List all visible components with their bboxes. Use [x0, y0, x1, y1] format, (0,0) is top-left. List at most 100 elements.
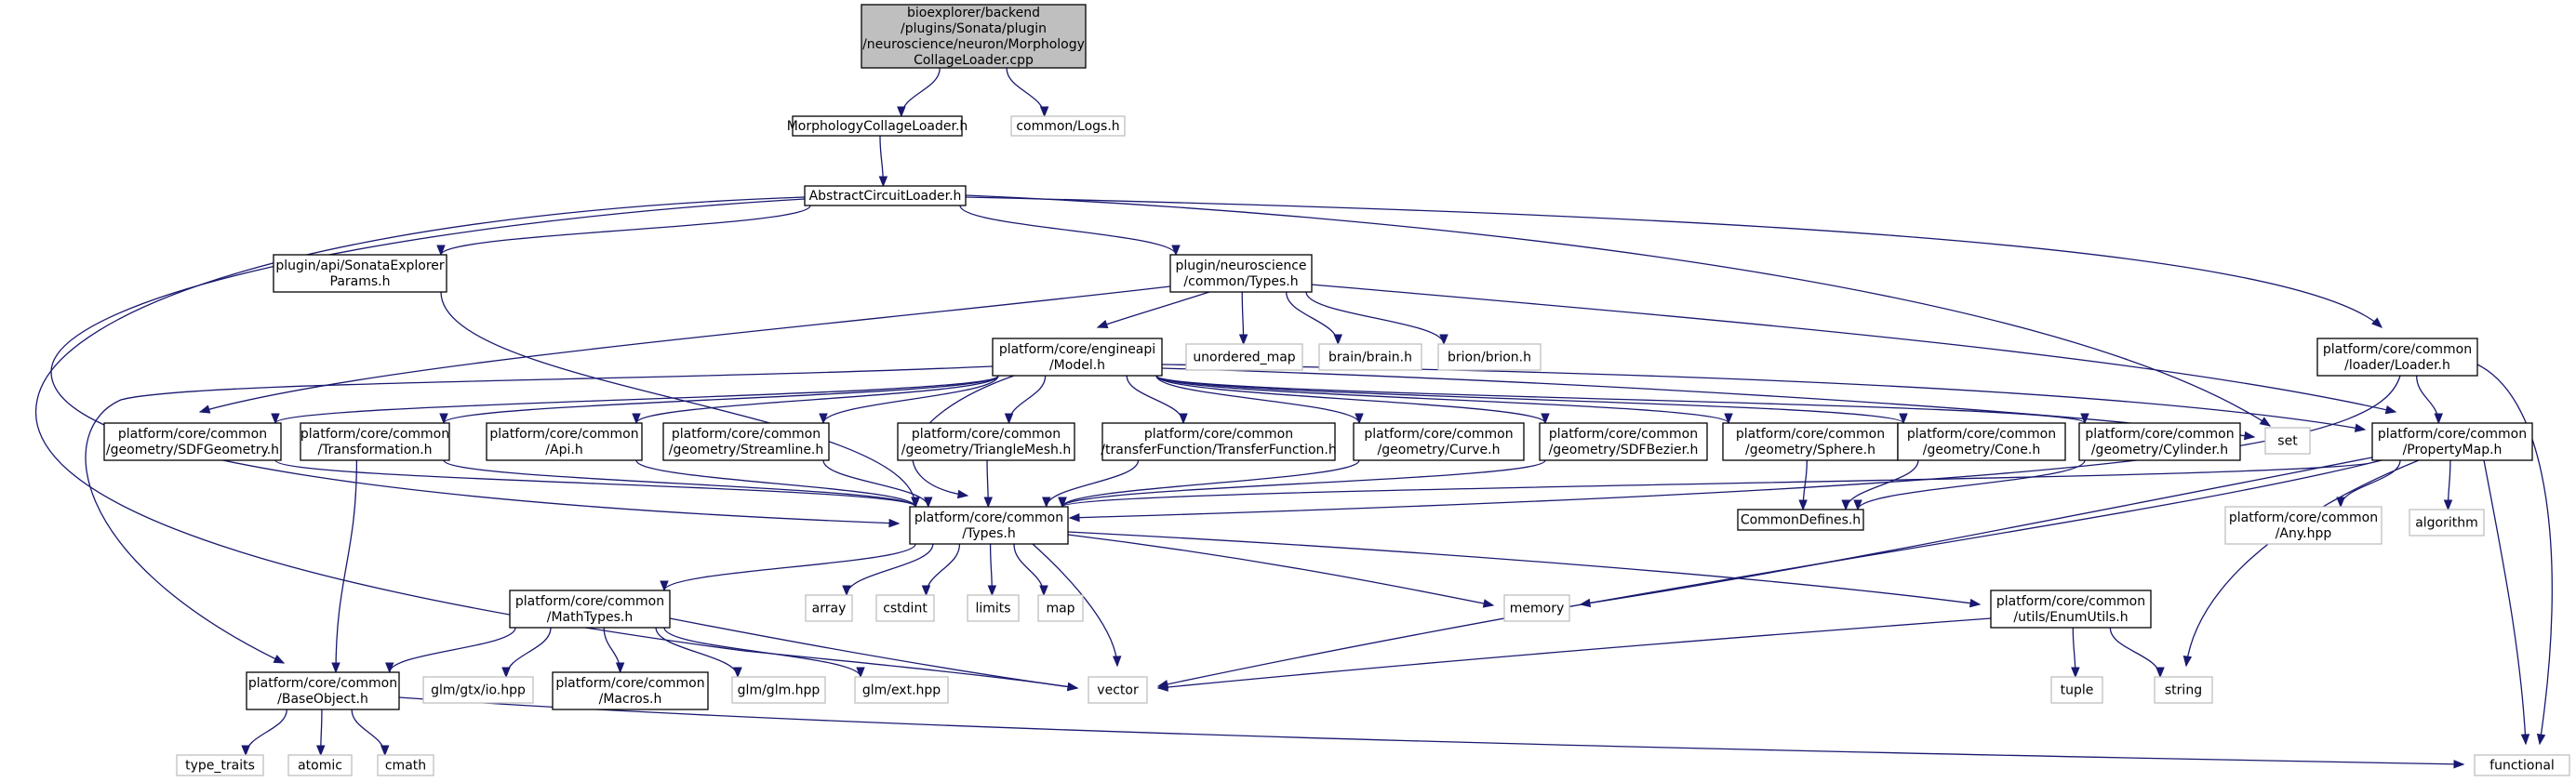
node-label: CollageLoader.cpp [914, 53, 1034, 68]
node-box [486, 422, 643, 461]
edge-line [85, 365, 994, 664]
node-box [1353, 422, 1525, 461]
edge-line [822, 375, 999, 424]
edge-arrowhead [911, 497, 920, 509]
node-box [805, 594, 853, 622]
node-sdfbez[interactable]: platform/core/common/geometry/SDFBezier.… [1539, 422, 1708, 461]
edge-line [965, 196, 2382, 328]
node-label: platform/core/common [248, 676, 397, 691]
edge-arrowhead [1355, 413, 1364, 425]
edge-model-to-tri [1004, 375, 1047, 425]
node-label: array [812, 602, 847, 616]
node-label: CommonDefines.h [1741, 513, 1861, 528]
node-tri[interactable]: platform/core/common/geometry/TriangleMe… [897, 422, 1075, 461]
edge-line [1155, 375, 2086, 424]
node-glmext: glm/ext.hpp [854, 676, 949, 704]
node-model[interactable]: platform/core/engineapi/Model.h [992, 338, 1163, 377]
edge-line [1067, 531, 1981, 605]
edge-api-to-ctypes [635, 459, 920, 509]
edge-line [274, 375, 999, 424]
node-algo: algorithm [2409, 509, 2485, 537]
edge-arrowhead [2443, 499, 2453, 511]
node-root[interactable]: bioexplorer/backend/plugins/Sonata/plugi… [861, 4, 1087, 69]
node-label: /geometry/Cylinder.h [2091, 443, 2228, 457]
node-mcl[interactable]: MorphologyCollageLoader.h [787, 115, 968, 137]
node-memory: memory [1503, 594, 1570, 622]
node-box [377, 754, 434, 776]
edge-pmap-to-algo [2443, 459, 2453, 511]
edge-arrowhead [1004, 413, 1014, 425]
node-box [1722, 422, 1899, 461]
dependency-edges [35, 67, 2553, 769]
edge-line [1097, 291, 1210, 328]
edge-arrowhead [888, 518, 901, 528]
edge-root-to-mcl [897, 67, 941, 118]
node-acl[interactable]: AbstractCircuitLoader.h [804, 185, 967, 206]
node-box [1897, 422, 2066, 461]
edge-arrowhead [1042, 497, 1051, 509]
node-transf[interactable]: platform/core/common/Transformation.h [300, 422, 450, 461]
node-pmap[interactable]: platform/core/common/PropertyMap.h [2371, 422, 2533, 461]
edge-line [505, 627, 552, 678]
node-ntypes[interactable]: plugin/neuroscience/common/Types.h [1169, 254, 1313, 293]
node-label: functional [2489, 759, 2555, 774]
node-sphere[interactable]: platform/core/common/geometry/Sphere.h [1722, 422, 1899, 461]
edge-enum-to-string [2109, 627, 2165, 679]
edge-line [199, 285, 1171, 413]
node-ctypes[interactable]: platform/core/common/Types.h [909, 506, 1069, 545]
node-sdfgeom[interactable]: platform/core/common/geometry/SDFGeometr… [103, 422, 282, 461]
edge-line [1008, 375, 1047, 424]
node-label: glm/glm.hpp [738, 683, 821, 698]
edge-arrowhead [1969, 598, 1982, 608]
edge-arrowhead [632, 413, 641, 425]
edge-ctypes-to-array [842, 543, 934, 597]
node-box [287, 754, 353, 776]
node-curve[interactable]: platform/core/common/geometry/Curve.h [1353, 422, 1525, 461]
node-string: string [2154, 676, 2213, 704]
edge-line [1067, 534, 1494, 606]
node-label: /Api.h [545, 443, 582, 457]
edge-line [1032, 543, 1118, 667]
edge-arrowhead [1238, 334, 1248, 346]
edge-line [1857, 459, 2086, 510]
edge-ntypes-to-sdfgeom [198, 285, 1171, 414]
node-tf[interactable]: platform/core/common/transferFunction/Tr… [1101, 422, 1337, 461]
edge-pmap-to-ctypes [1058, 459, 2379, 509]
node-label: platform/core/common [1144, 427, 1293, 442]
node-box [1503, 594, 1570, 622]
edge-arrowhead [271, 413, 280, 425]
node-box [854, 676, 949, 704]
edge-cone-to-cdef [1841, 459, 1919, 511]
edge-arrowhead [819, 413, 828, 425]
node-box [1990, 590, 2152, 629]
edge-arrowhead [1333, 334, 1342, 346]
node-stream[interactable]: platform/core/common/geometry/Streamline… [662, 422, 830, 461]
edge-arrowhead [2336, 497, 2345, 509]
node-label: platform/core/common [555, 676, 704, 691]
node-enum[interactable]: platform/core/common/utils/EnumUtils.h [1990, 590, 2152, 629]
node-box [2316, 338, 2478, 377]
edge-enum-to-tuple [2071, 627, 2080, 679]
node-label: bioexplorer/backend [907, 6, 1040, 20]
node-cyl[interactable]: platform/core/common/geometry/Cylinder.h [2078, 422, 2241, 461]
node-label: platform/core/common [1996, 594, 2145, 609]
node-api[interactable]: platform/core/common/Api.h [486, 422, 643, 461]
node-mtypes[interactable]: platform/core/common/MathTypes.h [509, 590, 671, 629]
edge-arrowhead [1039, 106, 1049, 118]
node-bobj[interactable]: platform/core/common/BaseObject.h [246, 671, 400, 710]
edge-arrowhead [380, 745, 390, 757]
node-label: /geometry/TriangleMesh.h [901, 443, 1071, 457]
node-macros[interactable]: platform/core/common/Macros.h [552, 671, 709, 710]
node-cone[interactable]: platform/core/common/geometry/Cone.h [1897, 422, 2066, 461]
edge-sdfbez-to-ctypes [1058, 459, 1546, 509]
node-loader[interactable]: platform/core/common/loader/Loader.h [2316, 338, 2478, 377]
edge-line [822, 459, 929, 508]
node-limits: limits [967, 594, 1020, 622]
node-ttraits: type_traits [176, 754, 264, 776]
edge-arrowhead [1156, 683, 1168, 692]
node-cdef[interactable]: CommonDefines.h [1737, 509, 1864, 531]
edge-line [440, 291, 916, 508]
node-box [861, 4, 1087, 69]
edge-arrowhead [273, 655, 286, 664]
